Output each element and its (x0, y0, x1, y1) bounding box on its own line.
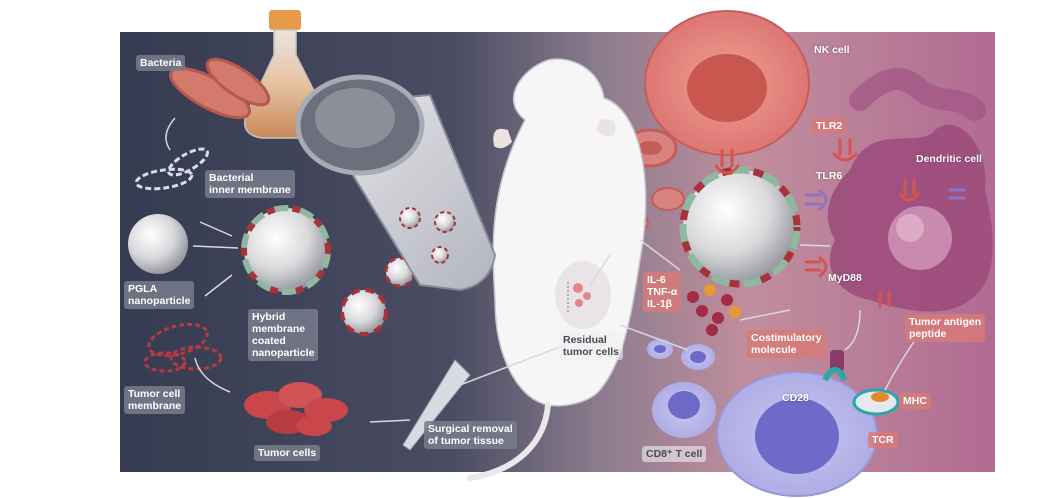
hybrid-nanoparticle-right (683, 170, 797, 284)
label-tlr6: TLR6 (812, 168, 846, 184)
small-nanoparticle-2 (342, 290, 386, 334)
pgla-nanoparticle-sphere (128, 214, 188, 274)
label-cd8-t-cell: CD8⁺ T cell (642, 446, 706, 462)
label-tumor-antigen-peptide: Tumor antigen peptide (905, 314, 985, 342)
label-nk-cell: NK cell (810, 42, 854, 58)
label-cd28: CD28 (778, 390, 813, 406)
nk-cell (645, 11, 809, 155)
label-bacterial-inner-membrane: Bacterial inner membrane (205, 170, 295, 198)
label-cytokines: IL-6 TNF-α IL-1β (643, 272, 681, 312)
hybrid-nanoparticle-left (244, 208, 328, 292)
label-tcr: TCR (868, 432, 898, 448)
label-mhc: MHC (899, 393, 931, 409)
label-tlr2: TLR2 (812, 118, 846, 134)
label-myd88: MyD88 (824, 270, 866, 286)
label-residual-tumor-cells: Residual tumor cells (559, 332, 623, 360)
label-bacteria: Bacteria (136, 55, 185, 71)
label-tumor-cells: Tumor cells (254, 445, 320, 461)
label-costimulatory-molecule: Costimulatory molecule (747, 330, 826, 358)
label-tumor-cell-membrane: Tumor cell membrane (124, 386, 185, 414)
label-dendritic-cell: Dendritic cell (912, 151, 986, 167)
label-surgical-removal: Surgical removal of tumor tissue (424, 421, 517, 449)
label-hybrid-nanoparticle: Hybrid membrane coated nanoparticle (248, 309, 318, 361)
label-pgla-nanoparticle: PGLA nanoparticle (124, 281, 194, 309)
